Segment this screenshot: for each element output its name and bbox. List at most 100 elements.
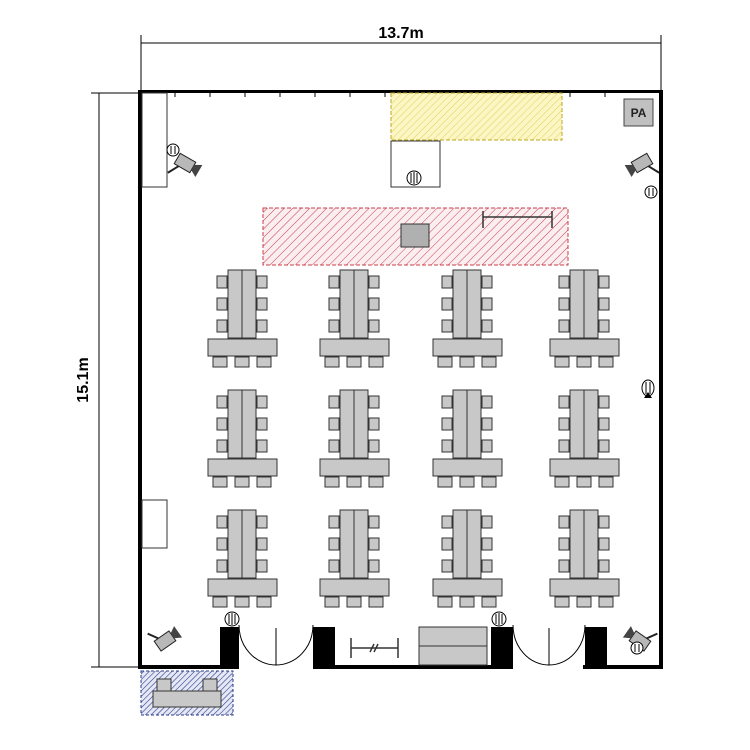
chair: [346, 356, 362, 368]
long-table: [583, 269, 599, 339]
chair: [441, 417, 453, 431]
chair: [558, 275, 570, 289]
chair: [598, 395, 610, 409]
chair: [328, 559, 340, 573]
chair: [328, 297, 340, 311]
chair: [368, 515, 380, 529]
chair: [324, 476, 340, 488]
long-table: [241, 509, 257, 579]
long-table: [339, 389, 355, 459]
table-group: [207, 269, 278, 368]
chair: [216, 275, 228, 289]
height-dimension: 15.1m: [75, 92, 140, 668]
bottom-wall: [220, 611, 607, 669]
chair: [441, 559, 453, 573]
podium: [400, 223, 430, 248]
chair: [441, 395, 453, 409]
pillar: [491, 627, 513, 669]
chair: [368, 476, 384, 488]
stage-zone: [262, 207, 569, 266]
storage-cabinet: [418, 626, 488, 666]
chair: [256, 275, 268, 289]
chair: [256, 596, 272, 608]
ceiling-speaker-icon: [630, 641, 644, 655]
chair: [328, 537, 340, 551]
chair: [598, 476, 614, 488]
chair: [216, 439, 228, 453]
long-table: [466, 509, 482, 579]
long-table: [569, 509, 585, 579]
chair: [437, 596, 453, 608]
head-table: [549, 578, 620, 597]
door-right[interactable]: [512, 624, 586, 666]
head-table: [207, 338, 278, 357]
chair: [256, 537, 268, 551]
chair: [216, 319, 228, 333]
chair: [368, 395, 380, 409]
chair: [437, 476, 453, 488]
long-table: [583, 389, 599, 459]
chair: [256, 559, 268, 573]
pa-label: PA: [631, 106, 647, 120]
chair: [346, 476, 362, 488]
room-walls: [138, 90, 663, 669]
projector-screen-icon: [482, 211, 553, 228]
chair: [598, 319, 610, 333]
head-table: [319, 338, 390, 357]
chair: [459, 356, 475, 368]
chair: [256, 297, 268, 311]
table-group: [207, 389, 278, 488]
long-table: [227, 509, 243, 579]
head-table: [207, 458, 278, 477]
width-label: 13.7m: [378, 25, 423, 42]
chair: [328, 275, 340, 289]
chair: [441, 275, 453, 289]
chair: [324, 356, 340, 368]
ceiling-speaker-icon: [406, 170, 422, 186]
table-group: [549, 269, 620, 368]
long-table: [583, 509, 599, 579]
chair: [368, 559, 380, 573]
chair: [216, 559, 228, 573]
chair: [558, 417, 570, 431]
table-group: [549, 389, 620, 488]
chair: [598, 559, 610, 573]
chair: [459, 476, 475, 488]
chair: [256, 417, 268, 431]
chair: [481, 275, 493, 289]
chair: [328, 395, 340, 409]
chair: [554, 596, 570, 608]
chair: [481, 417, 493, 431]
chair: [368, 439, 380, 453]
table-group: [432, 389, 503, 488]
pa-equipment: PA: [623, 98, 654, 127]
chair: [441, 319, 453, 333]
chair: [481, 356, 497, 368]
chair: [216, 417, 228, 431]
long-table: [339, 509, 355, 579]
security-camera-icon: [147, 626, 183, 652]
chair: [441, 515, 453, 529]
chair: [256, 395, 268, 409]
door-left[interactable]: [238, 624, 314, 666]
height-label: 15.1m: [75, 357, 92, 402]
chair: [598, 275, 610, 289]
chair: [558, 439, 570, 453]
chair: [554, 476, 570, 488]
chair: [598, 297, 610, 311]
long-table: [466, 389, 482, 459]
wall-cabinet-top-left: [141, 92, 168, 188]
chair: [481, 537, 493, 551]
chair: [212, 476, 228, 488]
ceiling-speaker-icon: [224, 611, 240, 627]
pillar: [220, 627, 239, 669]
chair: [212, 356, 228, 368]
chair: [216, 515, 228, 529]
table-group: [432, 269, 503, 368]
long-table: [452, 389, 468, 459]
security-camera-icon: [624, 152, 660, 178]
wall-cabinet-left: [141, 499, 168, 549]
table-group: [432, 509, 503, 608]
chair: [234, 476, 250, 488]
